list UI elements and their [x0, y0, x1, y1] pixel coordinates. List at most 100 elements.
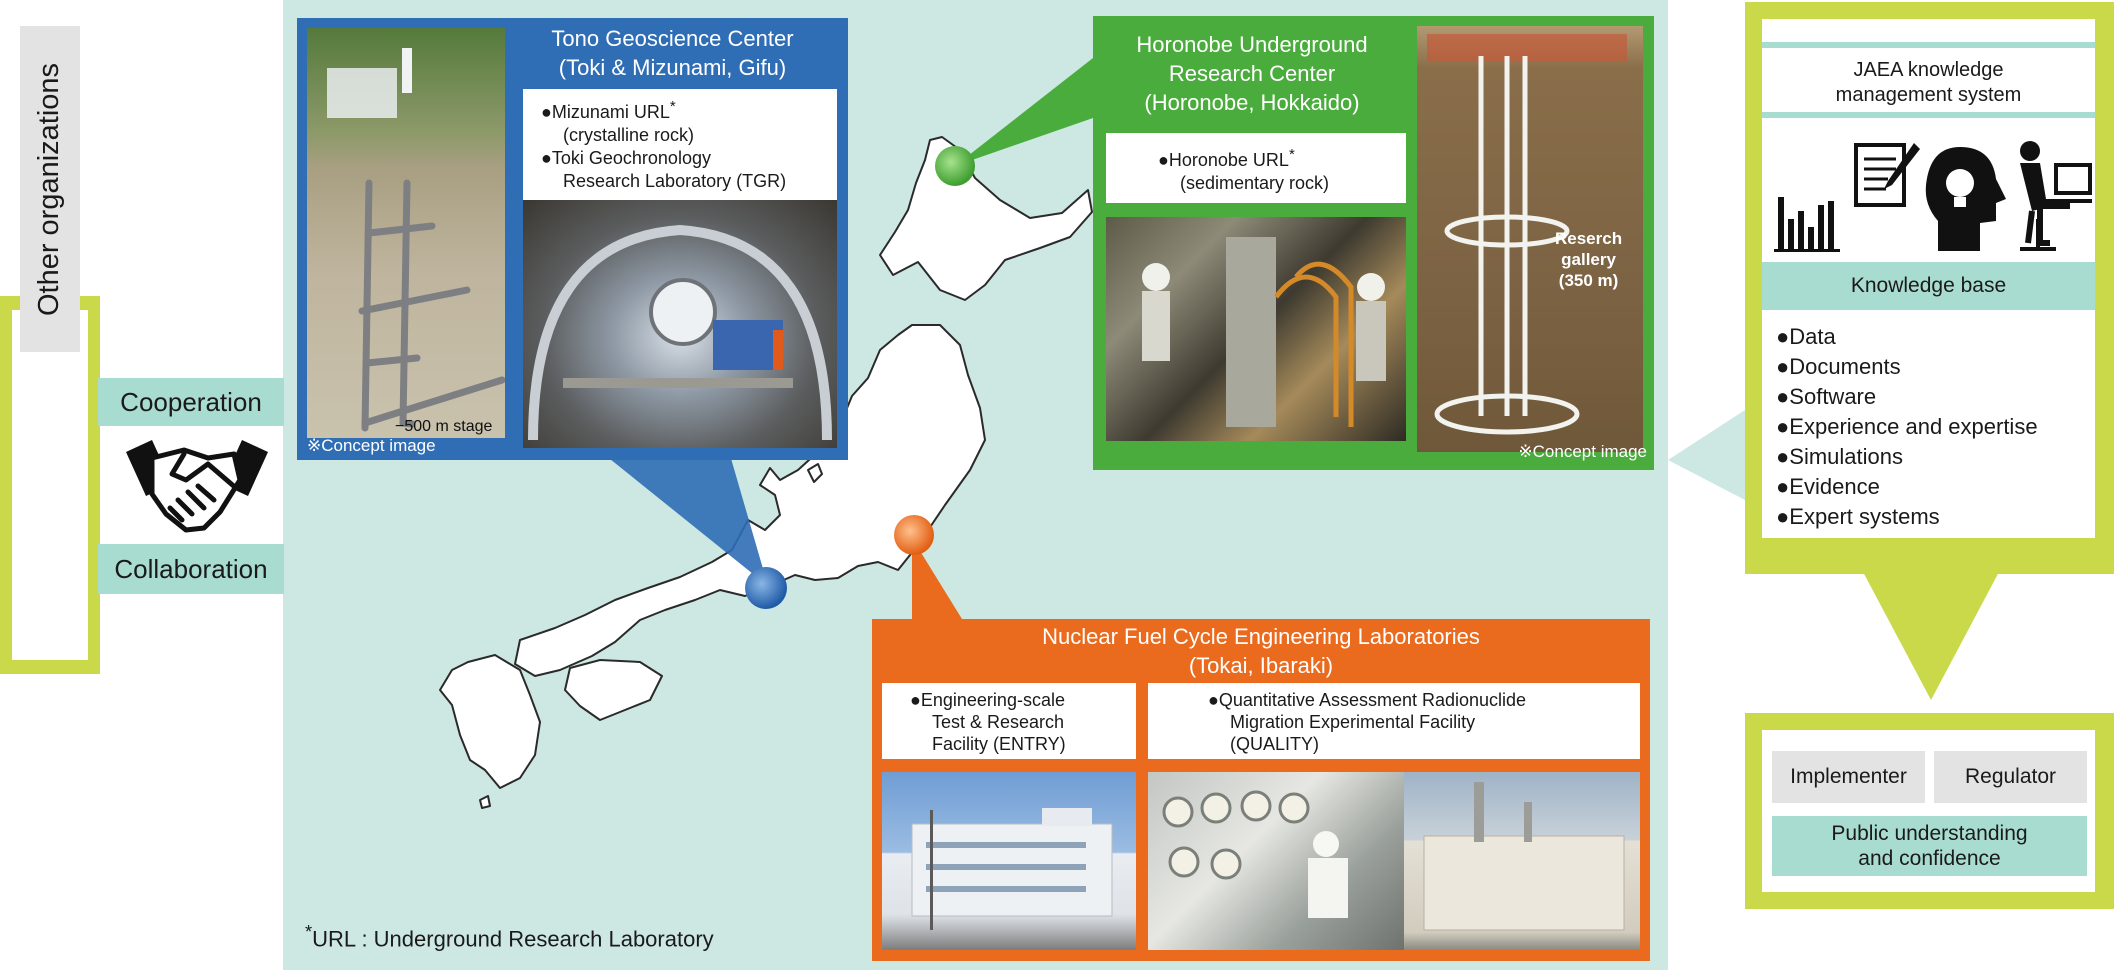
nuclear-location-marker [894, 515, 934, 555]
head-lightbulb-icon [1925, 147, 2006, 251]
glovebox-photo-icon [1162, 790, 1348, 918]
url-footnote: *URL : Underground Research Laboratory [305, 921, 714, 952]
tono-facility-list: ●Mizunami URL* (crystalline rock) ●Toki … [523, 89, 837, 201]
quality-facility-name-2: Migration Experimental Facility [1230, 712, 1476, 732]
entry-facility-name-2: Test & Research [932, 712, 1065, 732]
quality-building-photo [1404, 772, 1640, 950]
tono-item-2-name: Toki Geochronology [551, 148, 711, 168]
tono-location-marker [745, 567, 787, 609]
nuclear-connector [912, 538, 962, 619]
bullet-icon: ● [1776, 384, 1790, 409]
horonobe-title: Horonobe Underground Research Center (Ho… [1093, 30, 1411, 117]
research-gallery-label: Reserch gallery (350 m) [1555, 228, 1622, 291]
tono-item-2-detail: Research Laboratory (TGR) [563, 171, 787, 191]
cooperation-label: Cooperation [98, 378, 284, 426]
horonobe-item-detail: (sedimentary rock) [1180, 173, 1330, 193]
entry-facility-box: ●Engineering-scale Test & Research Facil… [882, 683, 1136, 759]
tono-connector [605, 455, 768, 586]
shikoku-island [564, 659, 663, 721]
knowledge-base-item-label: Expert systems [1789, 504, 1940, 529]
bullet-icon: ● [541, 102, 552, 122]
knowledge-base-item-label: Evidence [1789, 474, 1880, 499]
tono-item-1-name: Mizunami URL [551, 102, 670, 122]
horonobe-item-name: Horonobe URL [1168, 150, 1289, 170]
bullet-icon: ● [1776, 444, 1790, 469]
knowledge-base-item-label: Software [1789, 384, 1877, 409]
bullet-icon: ● [1208, 690, 1219, 710]
knowledge-base-item-label: Simulations [1789, 444, 1904, 469]
building-photo-icon [911, 808, 1113, 930]
public-understanding-line2: and confidence [1858, 847, 2001, 870]
quality-facility-name-3: (QUALITY) [1230, 734, 1320, 754]
knowledge-base-item: ●Software [1776, 382, 2091, 412]
tono-tunnel-photo [523, 200, 837, 448]
down-arrow-inner [1882, 574, 1980, 665]
knowledge-base-label: Knowledge base [1762, 262, 2095, 310]
tono-item-2: ●Toki Geochronology [541, 147, 837, 170]
tono-geoscience-center-card: −500 m stage ※Concept image Tono Geoscie… [297, 18, 848, 460]
other-organizations-label-wrap: Other organizations [20, 26, 80, 352]
horonobe-title-line2: Research Center [1168, 61, 1336, 86]
horonobe-title-line3: (Horonobe, Hokkaido) [1144, 90, 1360, 115]
knowledge-base-item: ●Data [1776, 322, 2091, 352]
research-gallery-label-3: (350 m) [1558, 271, 1619, 290]
research-gallery-label-2: gallery [1561, 250, 1616, 269]
knowledge-base-item: ●Expert systems [1776, 502, 2091, 532]
knowledge-system-title-line1: JAEA knowledge [1853, 59, 2004, 81]
bullet-icon: ● [1776, 324, 1790, 349]
tono-title-line2: (Toki & Mizunami, Gifu) [558, 55, 787, 80]
horonobe-title-line1: Horonobe Underground [1136, 32, 1368, 57]
knowledge-base-item: ●Simulations [1776, 442, 2091, 472]
tono-stage-label: −500 m stage [395, 418, 493, 435]
tunnel-photo-icon [528, 224, 832, 441]
implementer-box: Implementer [1772, 751, 1925, 803]
horonobe-center-card: Horonobe Underground Research Center (Ho… [1093, 16, 1654, 470]
horonobe-item: ●Horonobe URL* [1158, 143, 1406, 172]
entry-facility-name-1: Engineering-scale [920, 690, 1065, 710]
nuclear-title-line1: Nuclear Fuel Cycle Engineering Laborator… [1042, 624, 1480, 649]
bar-chart-icon [1774, 197, 1840, 252]
public-understanding-line1: Public understanding [1831, 822, 2028, 845]
footnote-text: URL : Underground Research Laboratory [312, 926, 714, 952]
other-organizations-box: Other organizations [20, 26, 80, 352]
bullet-icon: ● [1776, 354, 1790, 379]
bullet-icon: ● [1776, 474, 1790, 499]
quality-facility-line1: ●Quantitative Assessment Radionuclide [1208, 689, 1640, 711]
collaboration-label: Collaboration [98, 544, 284, 594]
entry-building-photo [882, 772, 1136, 950]
horonobe-concept-photo: Reserch gallery (350 m) [1417, 26, 1643, 452]
research-gallery-label-1: Reserch [1555, 229, 1623, 248]
horonobe-concept-caption: ※Concept image [1518, 442, 1647, 461]
knowledge-base-list: ●Data ●Documents ●Software ●Experience a… [1776, 322, 2091, 532]
tono-item-1: ●Mizunami URL* [541, 95, 837, 124]
bullet-icon: ● [1776, 414, 1790, 439]
horonobe-item-mark: * [1288, 146, 1295, 163]
bullet-icon: ● [1776, 504, 1790, 529]
other-organizations-label: Other organizations [33, 62, 66, 316]
horonobe-facility-list: ●Horonobe URL* (sedimentary rock) [1106, 133, 1406, 203]
tono-item-1-mark: * [669, 98, 676, 115]
shaft-diagram-icon [327, 48, 505, 432]
entry-facility-name-3: Facility (ENTRY) [932, 734, 1066, 754]
public-understanding-box: Public understanding and confidence [1772, 816, 2087, 876]
knowledge-system-title: JAEA knowledge management system [1762, 42, 2095, 118]
knowledge-icons [1774, 141, 2092, 252]
shaft-diagram-icon [1427, 34, 1627, 435]
knowledge-base-item: ●Evidence [1776, 472, 2091, 502]
bullet-icon: ● [541, 148, 552, 168]
sado-island [807, 463, 823, 483]
knowledge-system-title-line2: management system [1835, 84, 2022, 106]
regulator-box: Regulator [1934, 751, 2087, 803]
japan-map [439, 136, 1093, 809]
quality-facility-name-1: Quantitative Assessment Radionuclide [1218, 690, 1527, 710]
handshake-box [112, 428, 282, 542]
nuclear-title-line2: (Tokai, Ibaraki) [1188, 653, 1334, 678]
knowledge-base-item: ●Documents [1776, 352, 2091, 382]
arrow-to-knowledge-system [1668, 410, 1745, 500]
handshake-icon [126, 440, 268, 533]
building-photo-icon [1423, 782, 1625, 931]
nuclear-fuel-cycle-card: Nuclear Fuel Cycle Engineering Laborator… [872, 619, 1650, 961]
document-pen-icon [1854, 143, 1920, 207]
bullet-icon: ● [1158, 150, 1169, 170]
